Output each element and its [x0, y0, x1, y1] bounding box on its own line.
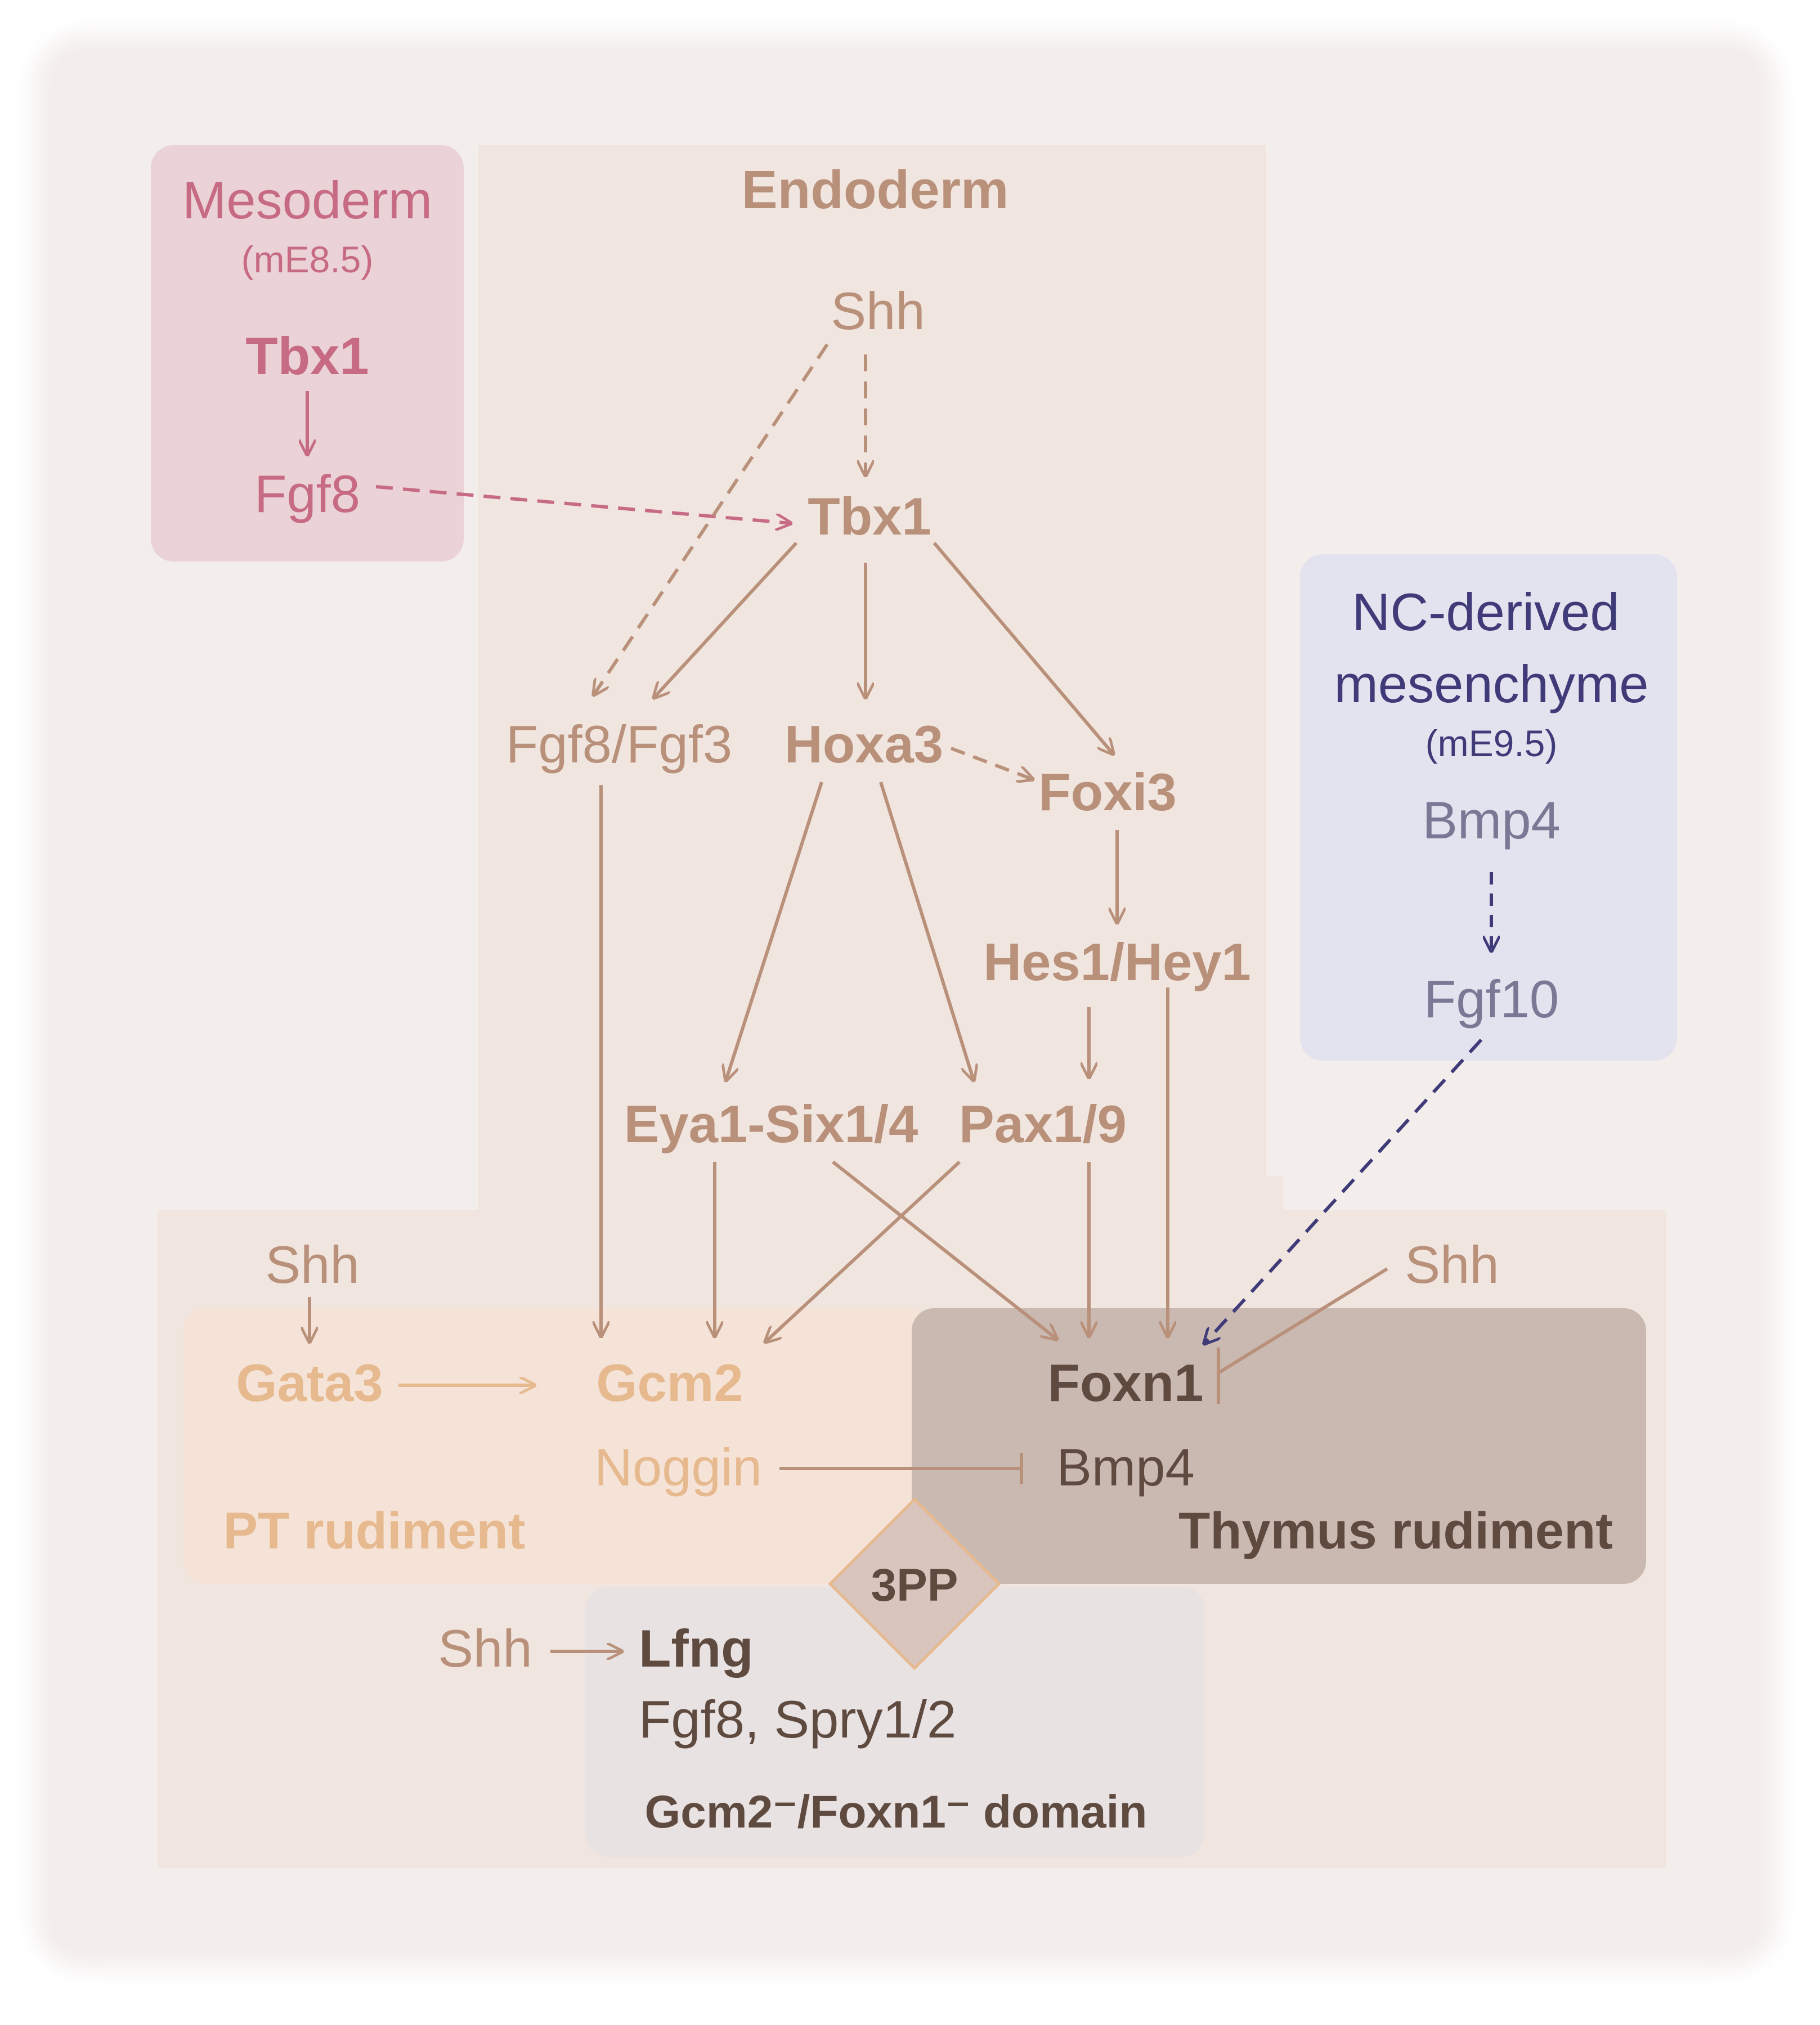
mesoderm-region	[151, 145, 464, 562]
edge-pax19-to-gcm2	[765, 1160, 961, 1342]
fgf8-fgf3-node: Fgf8/Fgf3	[506, 715, 732, 774]
hoxa3-node: Hoxa3	[785, 715, 943, 774]
foxi3-node: Foxi3	[1038, 762, 1177, 821]
lfng-node: Lfng	[639, 1619, 754, 1678]
edge-hoxa3-to-pax19	[879, 782, 974, 1080]
mesoderm-title: Mesoderm	[182, 170, 432, 230]
gcm2-foxn1-negative-domain	[585, 1587, 1204, 1857]
fgf8-spry-node: Fgf8, Spry1/2	[639, 1690, 956, 1749]
thymus-rudiment-label: Thymus rudiment	[1178, 1502, 1613, 1560]
domain-label: Gcm2⁻/Foxn1⁻ domain	[644, 1786, 1147, 1838]
pax19-node: Pax1/9	[959, 1094, 1127, 1153]
gcm2-node: Gcm2	[596, 1353, 743, 1412]
3pp-label: 3PP	[871, 1560, 958, 1611]
nc-stage: (mE9.5)	[1425, 722, 1558, 764]
nc-fgf10-node: Fgf10	[1424, 969, 1559, 1029]
3pp-diamond	[828, 1497, 1001, 1671]
foxn1-node: Foxn1	[1048, 1353, 1204, 1412]
meso-tbx1-node: Tbx1	[245, 326, 369, 385]
eya1-six-node: Eya1-Six1/4	[624, 1094, 918, 1153]
thymus-rudiment-region	[912, 1308, 1646, 1584]
nc-bmp4-node: Bmp4	[1422, 791, 1561, 850]
edge-fgf10-to-foxn1	[1204, 1038, 1483, 1344]
edge-hoxa3-to-eya1	[726, 782, 823, 1080]
hes1-hey1-node: Hes1/Hey1	[983, 932, 1251, 991]
edge-hoxa3-to-foxi3	[950, 747, 1033, 779]
thymus-shh-node: Shh	[1405, 1235, 1499, 1294]
endo-tbx1-node: Tbx1	[808, 487, 931, 546]
edge-thymus-shh-to-foxn1	[1217, 1267, 1388, 1375]
mesoderm-stage: (mE8.5)	[241, 239, 374, 280]
pt-shh-node: Shh	[265, 1235, 359, 1294]
pt-rudiment-region	[183, 1308, 931, 1584]
nc-title-line2: mesenchyme	[1334, 654, 1649, 713]
domain-shh-node: Shh	[438, 1619, 532, 1678]
edge-tbx1-to-fgf8-fgf3	[654, 541, 798, 698]
edge-eya1-to-foxn1	[832, 1160, 1057, 1339]
edge-shh-to-fgf8-fgf3	[594, 343, 829, 695]
thymus-bmp4-node: Bmp4	[1056, 1438, 1195, 1497]
endoderm-title: Endoderm	[742, 160, 1009, 220]
endo-shh-node: Shh	[831, 281, 925, 340]
edge-tbx1-to-foxi3	[933, 542, 1113, 754]
edge-meso-fgf8-to-endo-tbx1	[375, 485, 791, 523]
noggin-node: Noggin	[594, 1438, 762, 1497]
gata3-node: Gata3	[236, 1353, 383, 1412]
nc-title-line1: NC-derived	[1352, 582, 1619, 641]
meso-fgf8-node: Fgf8	[254, 464, 360, 523]
pt-rudiment-label: PT rudiment	[223, 1502, 526, 1560]
nc-mesenchyme-region	[1300, 554, 1677, 1061]
